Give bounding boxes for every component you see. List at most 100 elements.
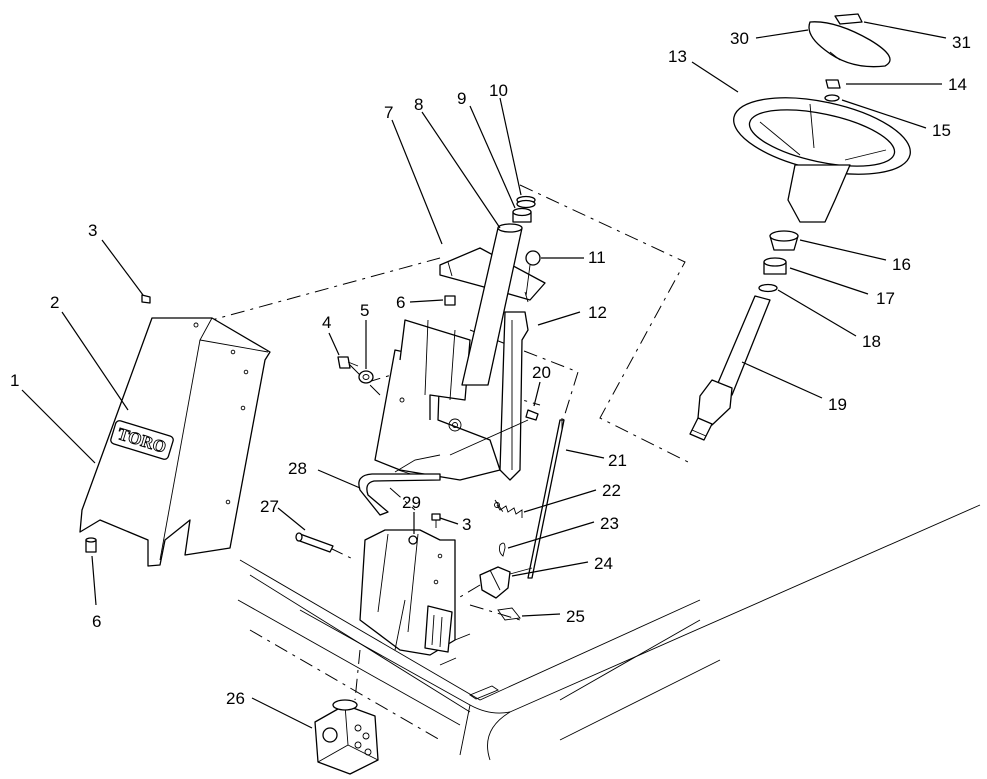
callout-8: 8 [414,95,501,229]
callout-6-left: 6 [91,555,101,631]
knob-part-11 [525,250,541,297]
callout-3-left: 3 [88,221,144,296]
svg-text:8: 8 [414,95,423,114]
callout-9: 9 [457,89,516,209]
callout-layer: 1 2 3 3 4 5 6 6 [10,21,971,729]
svg-text:10: 10 [489,81,508,100]
lower-bracket [359,529,456,656]
rod-part-21 [527,418,565,579]
svg-text:21: 21 [608,451,627,470]
callout-17: 17 [789,267,895,308]
svg-text:9: 9 [457,89,466,108]
svg-text:6: 6 [92,612,101,631]
nut-part-14 [825,79,841,89]
steering-valve-part-26 [314,699,379,775]
callout-18: 18 [777,289,881,351]
callout-14: 14 [846,75,967,94]
nut-part-6-center [444,295,456,306]
cotter-part-23 [498,542,506,557]
callout-10: 10 [489,81,522,196]
pivot-block-part-24 [479,566,533,599]
callout-11: 11 [541,248,606,267]
svg-text:22: 22 [602,481,621,500]
washer-part-15 [824,94,840,102]
frame-outline [237,504,981,761]
bearing-part-17 [763,257,787,275]
svg-text:15: 15 [932,121,951,140]
svg-text:27: 27 [260,497,279,516]
callout-20: 20 [532,363,551,407]
steering-wheel-part-13 [733,97,911,223]
svg-text:30: 30 [730,29,749,48]
callout-12: 12 [537,303,607,326]
callout-23: 23 [507,514,619,549]
lever-part-28 [358,454,441,516]
column-tube [461,223,523,386]
svg-text:3: 3 [462,515,471,534]
callout-2: 2 [50,293,129,411]
callout-31: 31 [863,21,971,52]
callout-30: 30 [730,29,809,48]
callout-15: 15 [841,99,951,140]
svg-text:1: 1 [10,371,19,390]
callout-22: 22 [523,481,621,513]
bolt-part-4 [337,356,359,369]
svg-text:18: 18 [862,332,881,351]
svg-text:6: 6 [396,293,405,312]
svg-text:28: 28 [288,459,307,478]
svg-text:25: 25 [566,607,585,626]
callout-24: 24 [511,554,613,577]
svg-text:14: 14 [948,75,967,94]
svg-text:3: 3 [88,221,97,240]
screw-part-3-left [141,294,151,304]
svg-text:4: 4 [322,313,331,332]
shaft-part-19 [689,295,771,441]
svg-text:13: 13 [668,47,687,66]
callout-19: 19 [741,361,847,414]
svg-text:19: 19 [828,395,847,414]
callout-6-center: 6 [396,293,444,312]
bushing-part-5 [358,370,374,384]
nut-part-6-left [85,537,97,553]
svg-text:12: 12 [588,303,607,322]
callout-16: 16 [799,239,911,274]
callout-7: 7 [384,103,443,245]
callout-27: 27 [260,497,306,531]
svg-text:11: 11 [588,248,606,267]
callout-28: 28 [288,459,361,489]
callout-21: 21 [565,449,627,470]
svg-text:26: 26 [226,689,245,708]
svg-text:17: 17 [876,289,895,308]
callout-1: 1 [10,371,96,464]
dash-cover: TORO [79,317,271,567]
callout-25: 25 [521,607,585,626]
column-bracket [374,311,529,481]
callout-13: 13 [668,47,739,93]
pin-part-20 [449,409,539,456]
svg-text:16: 16 [892,255,911,274]
bushing-part-16 [769,230,799,251]
screw-part-3-center [431,513,441,528]
svg-text:24: 24 [594,554,613,573]
callout-3-center: 3 [439,515,471,534]
svg-text:5: 5 [360,301,369,320]
callout-5: 5 [360,301,369,369]
callout-29: 29 [402,493,421,534]
svg-text:2: 2 [50,293,59,312]
callout-26: 26 [226,689,313,729]
callout-4: 4 [322,313,340,356]
svg-text:23: 23 [600,514,619,533]
svg-text:20: 20 [532,363,551,382]
ring-part-18 [758,283,778,293]
pin-part-27 [295,532,334,553]
svg-text:7: 7 [384,103,393,122]
cap-part-30 [808,21,891,68]
decal-part-31 [834,13,863,25]
svg-text:29: 29 [402,493,421,512]
spring-part-22 [494,502,523,518]
clip-part-25 [497,607,521,621]
bushing-part-10 [516,195,536,209]
bushing-part-9 [512,207,532,223]
svg-text:31: 31 [952,33,971,52]
